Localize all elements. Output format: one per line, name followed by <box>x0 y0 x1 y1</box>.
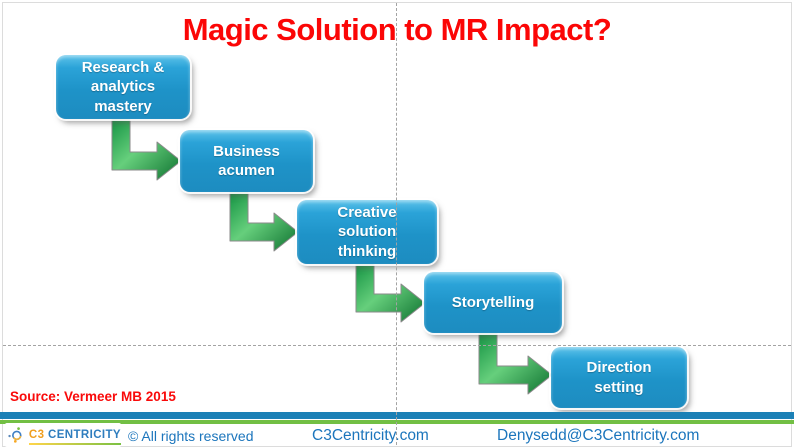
bent-arrow-icon <box>111 114 182 181</box>
step-box-direction[interactable]: Direction setting <box>551 347 687 408</box>
vertical-guide-line <box>396 3 397 445</box>
slide-title: Magic Solution to MR Impact? <box>182 12 612 47</box>
horizontal-guide-line <box>3 345 791 346</box>
copyright-text: © All rights reserved <box>128 428 254 444</box>
bent-arrow-icon <box>478 329 553 395</box>
divider-bar-green <box>0 420 794 424</box>
bent-arrow-icon <box>229 188 299 252</box>
email-link[interactable]: Denysedd@C3Centricity.com <box>497 427 700 444</box>
step-box-business[interactable]: Business acumen <box>180 130 313 192</box>
brand-c3: C3 <box>28 428 45 441</box>
website-link[interactable]: C3Centricity.com <box>312 427 429 444</box>
source-note: Source: Vermeer MB 2015 <box>10 389 176 404</box>
bent-arrow-icon <box>355 259 426 323</box>
step-box-storytelling[interactable]: Storytelling <box>424 272 562 333</box>
brand-centricity: CENTRICITY <box>48 428 121 441</box>
step-box-creative[interactable]: Creative solution thinking <box>297 200 437 264</box>
brand-underline <box>28 442 121 445</box>
divider-bar-blue <box>0 412 794 419</box>
brand-wordmark: C3 CENTRICITY <box>28 426 121 445</box>
step-box-research[interactable]: Research & analytics mastery <box>56 55 190 119</box>
c3centricity-logo[interactable]: C3 CENTRICITY <box>5 423 121 447</box>
c3centricity-logo-icon <box>8 427 22 443</box>
